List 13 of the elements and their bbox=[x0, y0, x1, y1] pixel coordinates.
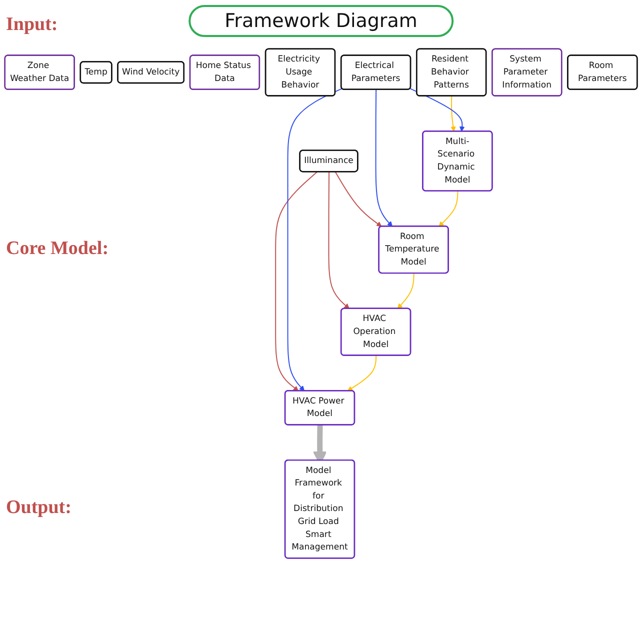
arrow bbox=[275, 171, 318, 392]
arrow bbox=[397, 272, 414, 309]
diagram-title: Framework Diagram bbox=[188, 5, 454, 37]
section-label: Core Model: bbox=[6, 238, 109, 260]
arrow bbox=[375, 89, 393, 227]
arrow bbox=[450, 96, 456, 132]
arrow bbox=[438, 190, 458, 227]
arrow bbox=[328, 171, 350, 309]
section-label: Output: bbox=[6, 497, 72, 520]
arrow bbox=[334, 171, 382, 227]
arrow bbox=[287, 88, 343, 392]
section-label: Input: bbox=[6, 14, 58, 36]
arrow bbox=[347, 355, 377, 392]
